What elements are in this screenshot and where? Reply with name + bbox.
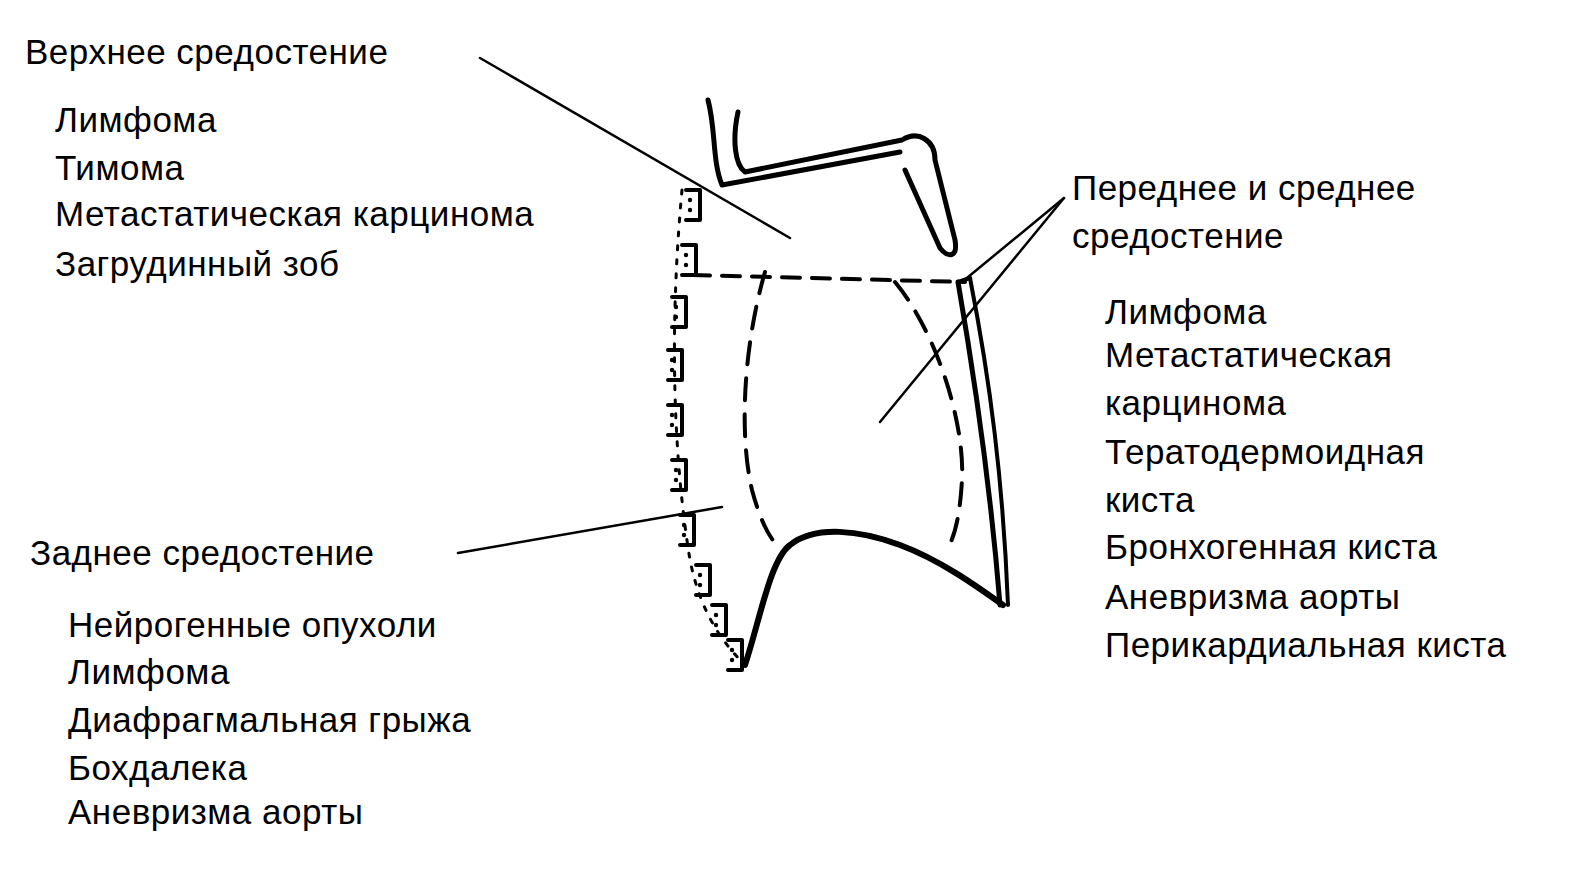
pathology-item: Лимфома bbox=[55, 96, 615, 144]
vertebrae bbox=[668, 190, 742, 670]
vertebra-dot bbox=[688, 198, 692, 202]
vertebra-dot bbox=[714, 613, 718, 617]
pathology-item: Загрудинный зоб bbox=[55, 240, 615, 288]
vertebra-dot bbox=[682, 523, 686, 527]
vertebra bbox=[728, 640, 742, 670]
pathology-item: Метастатическая карцинома bbox=[1105, 331, 1510, 427]
pathology-item: Бронхогенная киста bbox=[1105, 523, 1575, 571]
vertebra bbox=[672, 460, 686, 490]
sternum bbox=[970, 278, 1008, 605]
vertebra-dot bbox=[698, 583, 702, 587]
vertebra-dot bbox=[730, 648, 734, 652]
pathology-item: Тератодермоидная киста bbox=[1105, 428, 1510, 524]
vertebra-dot bbox=[674, 468, 678, 472]
vertebra bbox=[712, 605, 726, 635]
pathology-item: Диафрагмальная грыжа Бохдалека bbox=[68, 696, 568, 792]
pathology-item: Лимфома bbox=[1105, 288, 1575, 336]
region-heading: Заднее средостение bbox=[30, 529, 455, 577]
vertebra-dot bbox=[730, 658, 734, 662]
vertebra bbox=[680, 515, 694, 545]
vertebra bbox=[696, 565, 710, 595]
vertebra-dot bbox=[670, 413, 674, 417]
region-heading: Переднее и среднее средостение bbox=[1072, 164, 1542, 260]
spine bbox=[674, 190, 745, 665]
vertebra-dot bbox=[674, 478, 678, 482]
region-heading: Верхнее средостение bbox=[25, 28, 545, 76]
pathology-item: Перикардиальная киста bbox=[1105, 621, 1510, 669]
vertebra bbox=[668, 405, 682, 435]
vertebra-dot bbox=[670, 368, 674, 372]
vertebra-dot bbox=[684, 263, 688, 267]
pathology-item: Нейрогенные опухоли bbox=[68, 601, 588, 649]
vertebra-dot bbox=[674, 315, 678, 319]
vertebra-dot bbox=[684, 253, 688, 257]
vertebra bbox=[686, 190, 700, 220]
vertebra bbox=[672, 297, 686, 327]
leader-line bbox=[962, 198, 1064, 282]
pathology-item: Аневризма аорты bbox=[68, 788, 588, 836]
heart-boundary bbox=[745, 272, 780, 548]
leader-line bbox=[458, 507, 722, 553]
pathology-item: Лимфома bbox=[68, 648, 588, 696]
clavicle-contour bbox=[735, 112, 956, 255]
upper-boundary bbox=[692, 275, 965, 282]
vertebra-dot bbox=[682, 533, 686, 537]
heart-boundary bbox=[895, 282, 962, 548]
pathology-item: Метастатическая карцинома bbox=[55, 190, 655, 238]
vertebra-dot bbox=[688, 208, 692, 212]
vertebra-dot bbox=[670, 423, 674, 427]
vertebra bbox=[668, 350, 682, 380]
pathology-item: Аневризма аорты bbox=[1105, 573, 1575, 621]
vertebra-dot bbox=[698, 573, 702, 577]
leader-line bbox=[880, 198, 1064, 422]
pathology-item: Тимома bbox=[55, 144, 615, 192]
diaphragm bbox=[745, 532, 1003, 665]
vertebra-dot bbox=[674, 305, 678, 309]
vertebra bbox=[682, 245, 696, 275]
vertebra-dot bbox=[670, 358, 674, 362]
vertebra-dot bbox=[714, 623, 718, 627]
